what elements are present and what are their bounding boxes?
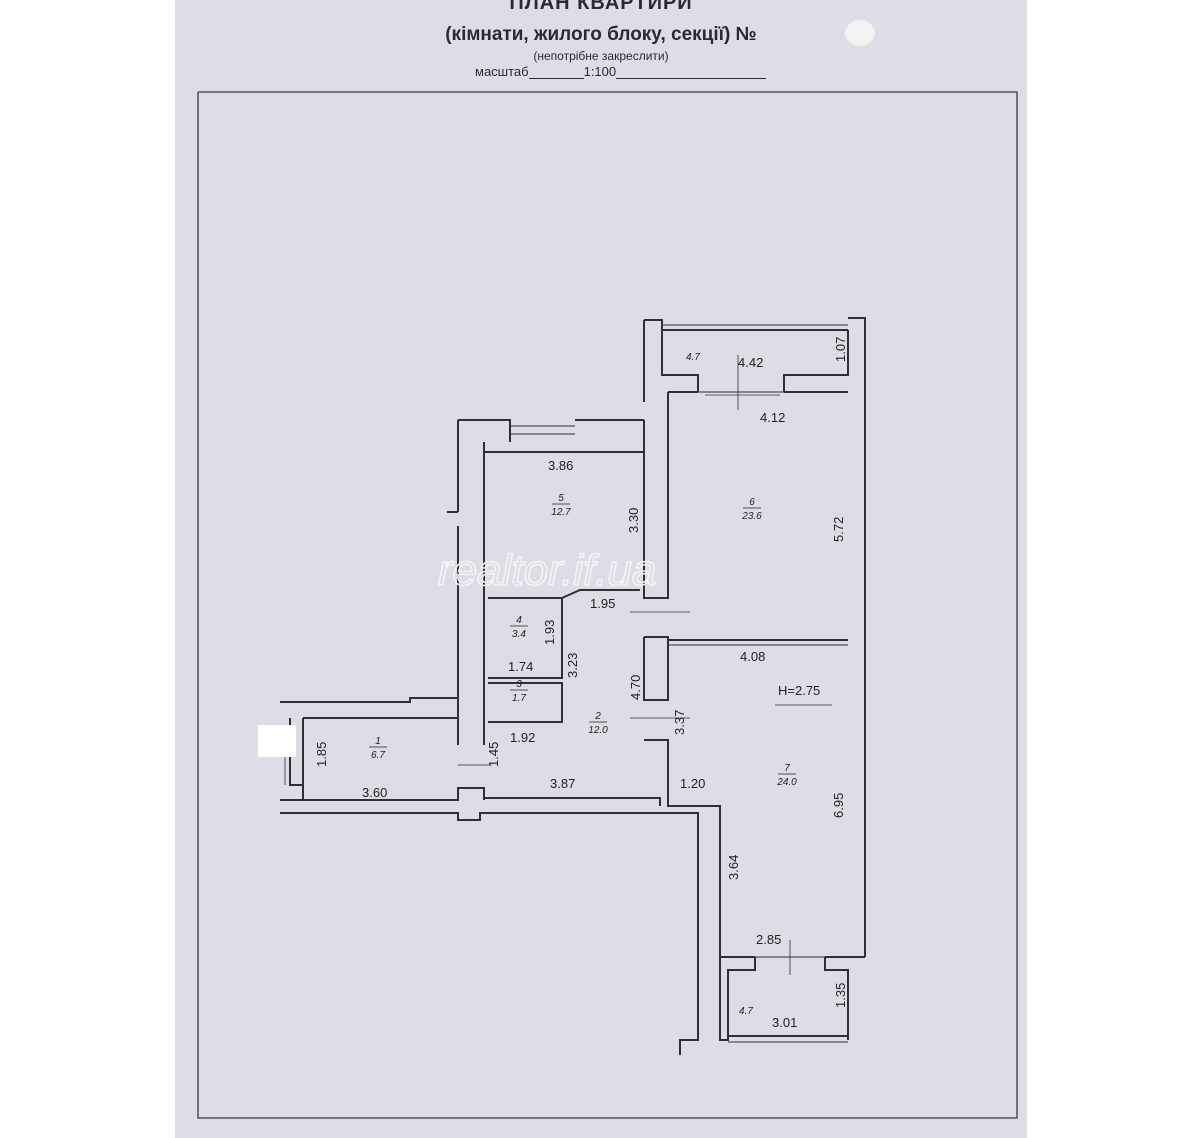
scale-label: масштаб: [475, 64, 529, 79]
dim-hall-height: 3.23: [565, 653, 580, 678]
wall-room5-inner: [483, 442, 644, 453]
height-label: H=2.75: [778, 683, 820, 698]
paper-sheet: ПЛАН КВАРТИРИ (кімнати, жилого блоку, се…: [175, 0, 1027, 1138]
wall-bottom-main: [484, 797, 661, 806]
scale-value: 1:100: [583, 64, 617, 79]
room-number: 2: [594, 711, 601, 722]
dim-room7-height: 6.95: [831, 793, 846, 818]
wall-entry-top: [280, 697, 458, 703]
dim-room3-width: 1.92: [510, 730, 535, 745]
dim-corridor-length: 4.70: [628, 675, 643, 700]
wall-balcony-bottom-right: [824, 957, 849, 1040]
wall-divider-lower: [643, 636, 669, 701]
plan-note: (непотрібне закреслити): [533, 49, 669, 63]
dim-balcony-top-width: 4.42: [738, 355, 763, 370]
wall-hall-top: [561, 589, 640, 599]
room-area: 12.7: [551, 507, 571, 518]
dim-hall-bottom: 3.87: [550, 776, 575, 791]
wall-room3: [488, 682, 563, 723]
dim-room5-width: 3.86: [548, 458, 573, 473]
dim-room1-height: 1.85: [314, 742, 329, 767]
room-number: 4: [516, 615, 522, 626]
dimension-labels: 4.42 1.07 4.12 5.72 3.86 3.30 1.95 1.93 …: [314, 337, 848, 1030]
plan-title: ПЛАН КВАРТИРИ: [509, 0, 693, 14]
wall-room1-top: [303, 717, 459, 745]
redaction-box: [258, 725, 296, 757]
dim-room4-width: 1.74: [508, 659, 533, 674]
wall-outer-right: [848, 317, 866, 957]
dim-balcony-bottom-depth: 1.35: [833, 983, 848, 1008]
wall-balcony-bottom: [719, 957, 756, 1041]
dim-hall-width: 1.95: [590, 596, 615, 611]
dim-balcony-bottom-width: 3.01: [772, 1015, 797, 1030]
room-number: 1: [375, 736, 381, 747]
walls: [280, 317, 866, 1055]
room-number: 3: [516, 679, 522, 690]
dim-entry-depth: 1.45: [486, 742, 501, 767]
dim-room6-width: 4.12: [760, 410, 785, 425]
wall-room4: [488, 597, 563, 679]
watermark: realtor.if.ua: [438, 546, 656, 595]
dim-balcony-top-depth: 1.07: [833, 337, 848, 362]
dim-room6-height: 5.72: [831, 517, 846, 542]
dimension-lines: [284, 355, 832, 975]
wall-balcony-top: [644, 319, 699, 392]
room-area: 1.7: [512, 693, 526, 704]
dim-room1-width: 3.60: [362, 785, 387, 800]
wall-balcony-top-right: [783, 330, 849, 392]
dim-room5-height: 3.30: [626, 508, 641, 533]
dim-wall-lower: 3.64: [726, 855, 741, 880]
room-number: 7: [784, 763, 790, 774]
plan-subtitle-text: (кімнати, жилого блоку, секції) №: [445, 24, 757, 45]
room-area: 4.7: [739, 1006, 753, 1017]
room-area: 24.0: [776, 777, 797, 788]
dim-room7-bottom: 2.85: [756, 932, 781, 947]
wall-divider-5-6: [643, 392, 669, 599]
room-area: 12.0: [588, 725, 608, 736]
dim-hall-lower: 3.37: [672, 710, 687, 735]
wall-room5-top: [458, 419, 511, 442]
room-area: 3.4: [512, 629, 526, 640]
room-number: 5: [558, 493, 564, 504]
room-area: 6.7: [371, 750, 385, 761]
dim-room4-height: 1.93: [542, 620, 557, 645]
wall-bottom-outer: [280, 812, 699, 1055]
wall-room1-bottom: [303, 787, 485, 801]
redaction-blob: [845, 20, 875, 46]
room-area: 4.7: [686, 352, 700, 363]
scale-underline-right: [616, 64, 767, 79]
wall-divider-lowest: [644, 739, 721, 957]
plan-subtitle: (кімнати, жилого блоку, секції) №: [175, 24, 1027, 46]
scale-row: масштаб 1:100: [475, 64, 767, 79]
dim-room7-width: 4.08: [740, 649, 765, 664]
drawing-frame: [197, 91, 1018, 1119]
room-number: 6: [749, 497, 755, 508]
dim-room7-offset: 1.20: [680, 776, 705, 791]
room-area: 23.6: [741, 511, 762, 522]
scale-underline-left: [528, 64, 584, 79]
